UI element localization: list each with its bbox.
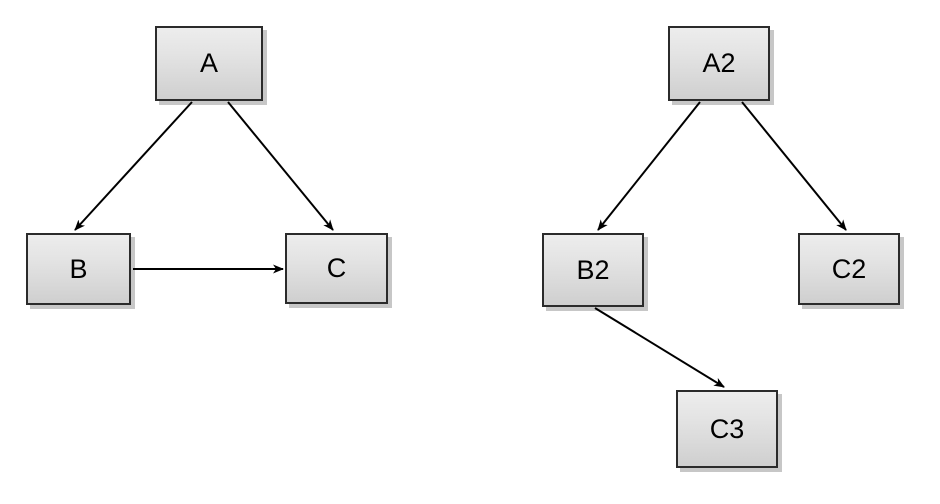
node-c3[interactable]: C3 xyxy=(676,390,778,468)
edge-a2-to-b2[interactable] xyxy=(597,101,701,231)
edges-group xyxy=(74,101,847,388)
node-label-c3: C3 xyxy=(709,413,745,444)
edge-a-to-b[interactable] xyxy=(74,101,193,231)
node-label-c2: C2 xyxy=(831,253,867,284)
node-a[interactable]: A xyxy=(155,26,263,101)
node-label-b: B xyxy=(69,253,88,284)
edge-a2-to-c2[interactable] xyxy=(741,101,847,231)
node-label-a: A xyxy=(199,48,218,78)
node-b[interactable]: B xyxy=(26,233,131,305)
edge-b2-to-c3[interactable] xyxy=(594,307,725,388)
node-c2[interactable]: C2 xyxy=(798,233,900,305)
node-b2[interactable]: B2 xyxy=(542,233,644,307)
node-a2[interactable]: A2 xyxy=(668,26,770,101)
node-label-b2: B2 xyxy=(576,254,610,285)
node-label-c: C xyxy=(326,253,347,283)
node-c[interactable]: C xyxy=(285,233,388,304)
edge-a-to-c[interactable] xyxy=(227,101,334,231)
node-label-a2: A2 xyxy=(702,48,736,78)
